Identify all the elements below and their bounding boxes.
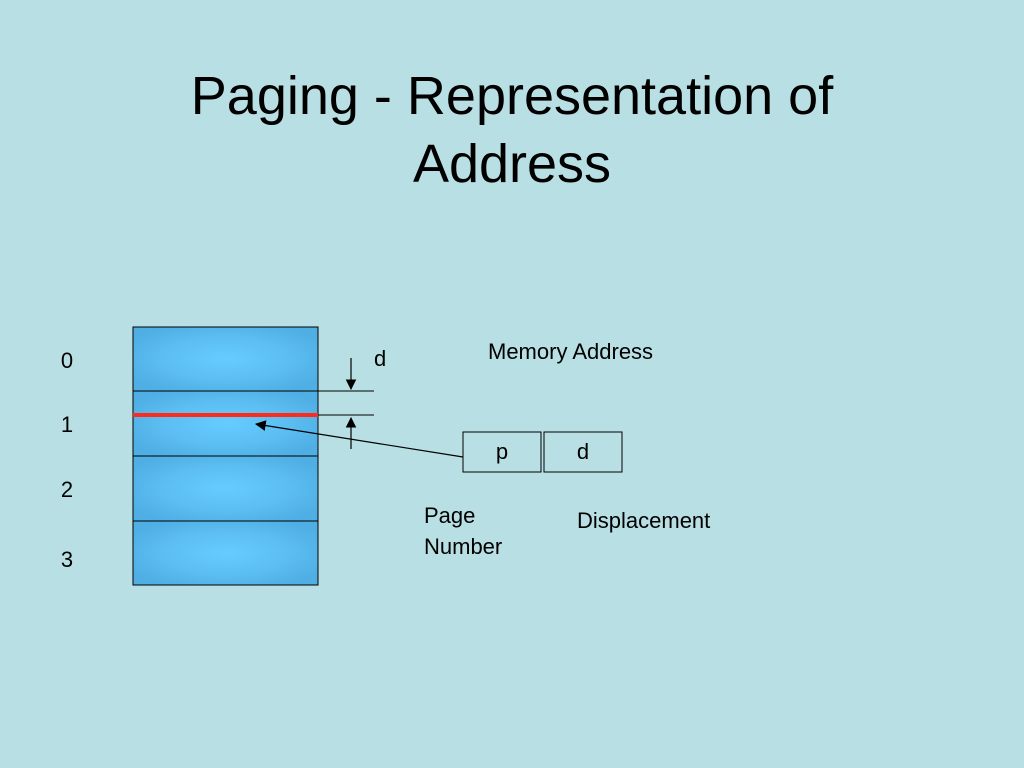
displacement-field-box xyxy=(543,431,623,473)
memory-frames xyxy=(132,326,319,586)
page-field-label: p xyxy=(495,439,509,464)
memory-frame-3 xyxy=(132,520,319,586)
page-field-box xyxy=(462,431,542,473)
memory-frame-0 xyxy=(132,326,319,392)
page-number-caption: Page Number xyxy=(424,500,502,562)
page-index-0: 0 xyxy=(60,348,74,373)
memory-frame-1 xyxy=(132,390,319,457)
page-number-caption-line-1: Page xyxy=(424,503,476,528)
page-index-1: 1 xyxy=(60,412,74,437)
slide-title-line-1: Paging - Representation of xyxy=(190,66,834,126)
displacement-field-label: d xyxy=(576,439,590,464)
slide-title-line-2: Address xyxy=(412,134,612,194)
displacement-caption: Displacement xyxy=(577,508,711,533)
offset-label: d xyxy=(374,346,387,371)
address-pointer-arrow xyxy=(254,420,464,458)
slide-title: Paging - Representation of Address xyxy=(0,62,1024,198)
memory-address-heading: Memory Address xyxy=(488,339,654,364)
page-index-3: 3 xyxy=(60,547,74,572)
page-number-caption-line-2: Number xyxy=(424,534,503,559)
memory-frame-2 xyxy=(132,455,319,522)
page-index-2: 2 xyxy=(60,477,74,502)
